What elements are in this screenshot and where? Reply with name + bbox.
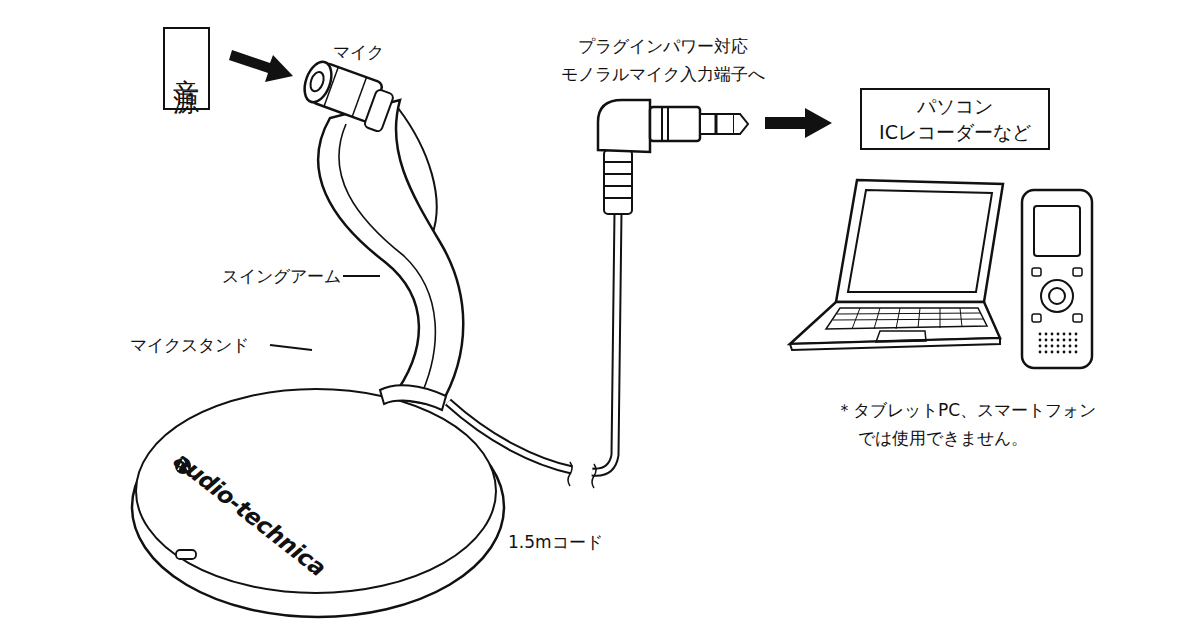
part-name: スイングアーム (222, 262, 352, 290)
box-text: 音源 (172, 57, 202, 81)
box-content: パソコン ICレコーダーなど (862, 93, 1048, 145)
connector-note: プラグインパワー対応 モノラルマイク入力端子へ (543, 32, 783, 88)
sound-arrow (229, 50, 293, 82)
cable-length: 1.5mコード (508, 528, 628, 556)
mic-stand-base (132, 389, 504, 617)
device-box: パソコン ICレコーダーなど (860, 88, 1050, 150)
swing-arm (318, 100, 463, 410)
box-text: パソコン ICレコーダーなど (862, 93, 1048, 145)
part-name: マイク (318, 38, 398, 66)
box-content: 音源 (172, 57, 202, 81)
laptop (790, 180, 1003, 350)
cable (448, 212, 618, 488)
ic-recorder (1022, 190, 1092, 368)
microphone (298, 58, 397, 132)
leader-line (343, 275, 380, 277)
part-name: マイクスタンド (130, 331, 275, 359)
mono-plug (598, 100, 748, 214)
leader-line (270, 345, 312, 350)
output-arrow (765, 108, 832, 138)
usage-note: ＊タブレットPC、スマートフォン では使用できません。 (836, 396, 1136, 452)
source-box: 音源 (163, 27, 210, 110)
